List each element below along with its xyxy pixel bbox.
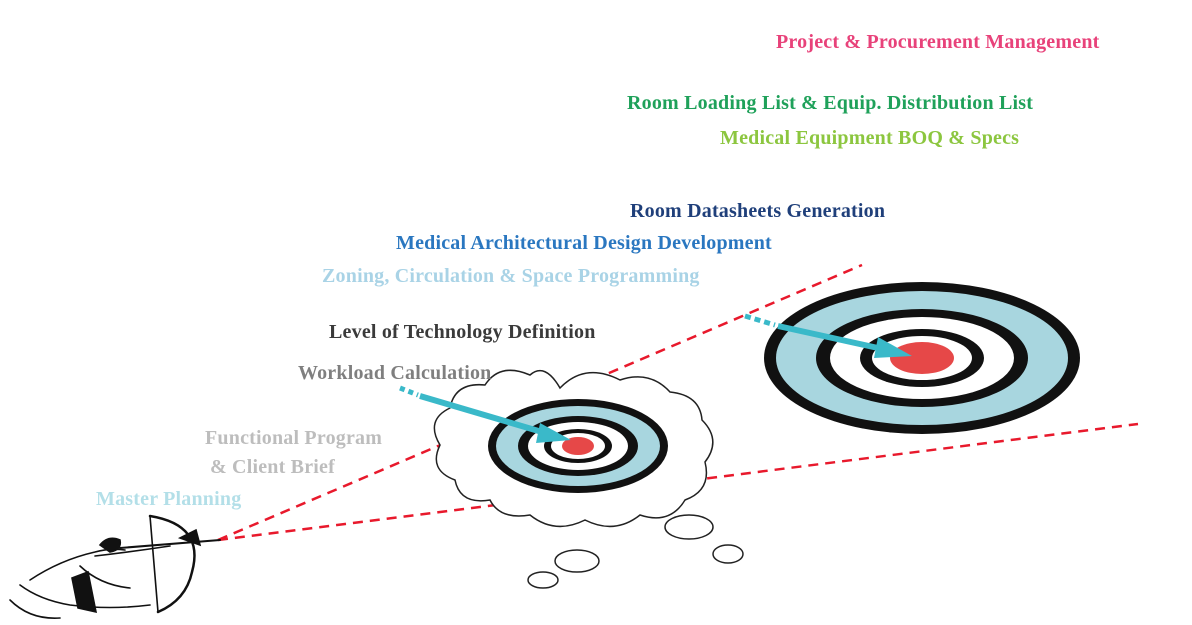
label-workload: Workload Calculation [298, 362, 492, 384]
archer-hat [177, 528, 202, 547]
archer-bow [148, 514, 196, 614]
label-equipment-boq: Medical Equipment BOQ & Specs [720, 127, 1020, 149]
thought-bubble-large [664, 514, 714, 540]
thought-bubble-medium [554, 549, 600, 573]
label-room-datasheets: Room Datasheets Generation [630, 200, 886, 222]
label-room-loading: Room Loading List & Equip. Distribution … [627, 92, 1034, 114]
archer-bowstring [149, 515, 159, 613]
target-large-bullseye [890, 342, 954, 374]
target-small-bullseye [562, 437, 594, 455]
archer-arm-back [79, 565, 131, 589]
arrow-large-target [744, 313, 912, 358]
archer-head [98, 537, 122, 553]
thought-bubble-small [527, 571, 559, 589]
archer-arrow [119, 539, 221, 549]
label-zoning: Zoning, Circulation & Space Programming [322, 265, 700, 287]
archer-foot [9, 599, 61, 619]
label-client-brief: & Client Brief [210, 456, 335, 478]
arrow-small-target [399, 385, 571, 443]
label-functional-program: Functional Program [205, 427, 383, 449]
thought-bubble-medium-right [712, 544, 744, 564]
label-master-planning: Master Planning [96, 488, 242, 510]
arrows [399, 313, 912, 443]
archer-icon [9, 514, 221, 619]
aim-line-upper [217, 263, 863, 542]
archer-arm-front [94, 545, 171, 557]
target-large [764, 282, 1080, 434]
archer-cloak [71, 570, 98, 614]
target-small [488, 399, 668, 493]
label-technology-level: Level of Technology Definition [329, 321, 596, 343]
label-architectural-design: Medical Architectural Design Development [396, 232, 772, 254]
label-project-procurement: Project & Procurement Management [776, 31, 1100, 53]
archer-leg [19, 584, 151, 609]
